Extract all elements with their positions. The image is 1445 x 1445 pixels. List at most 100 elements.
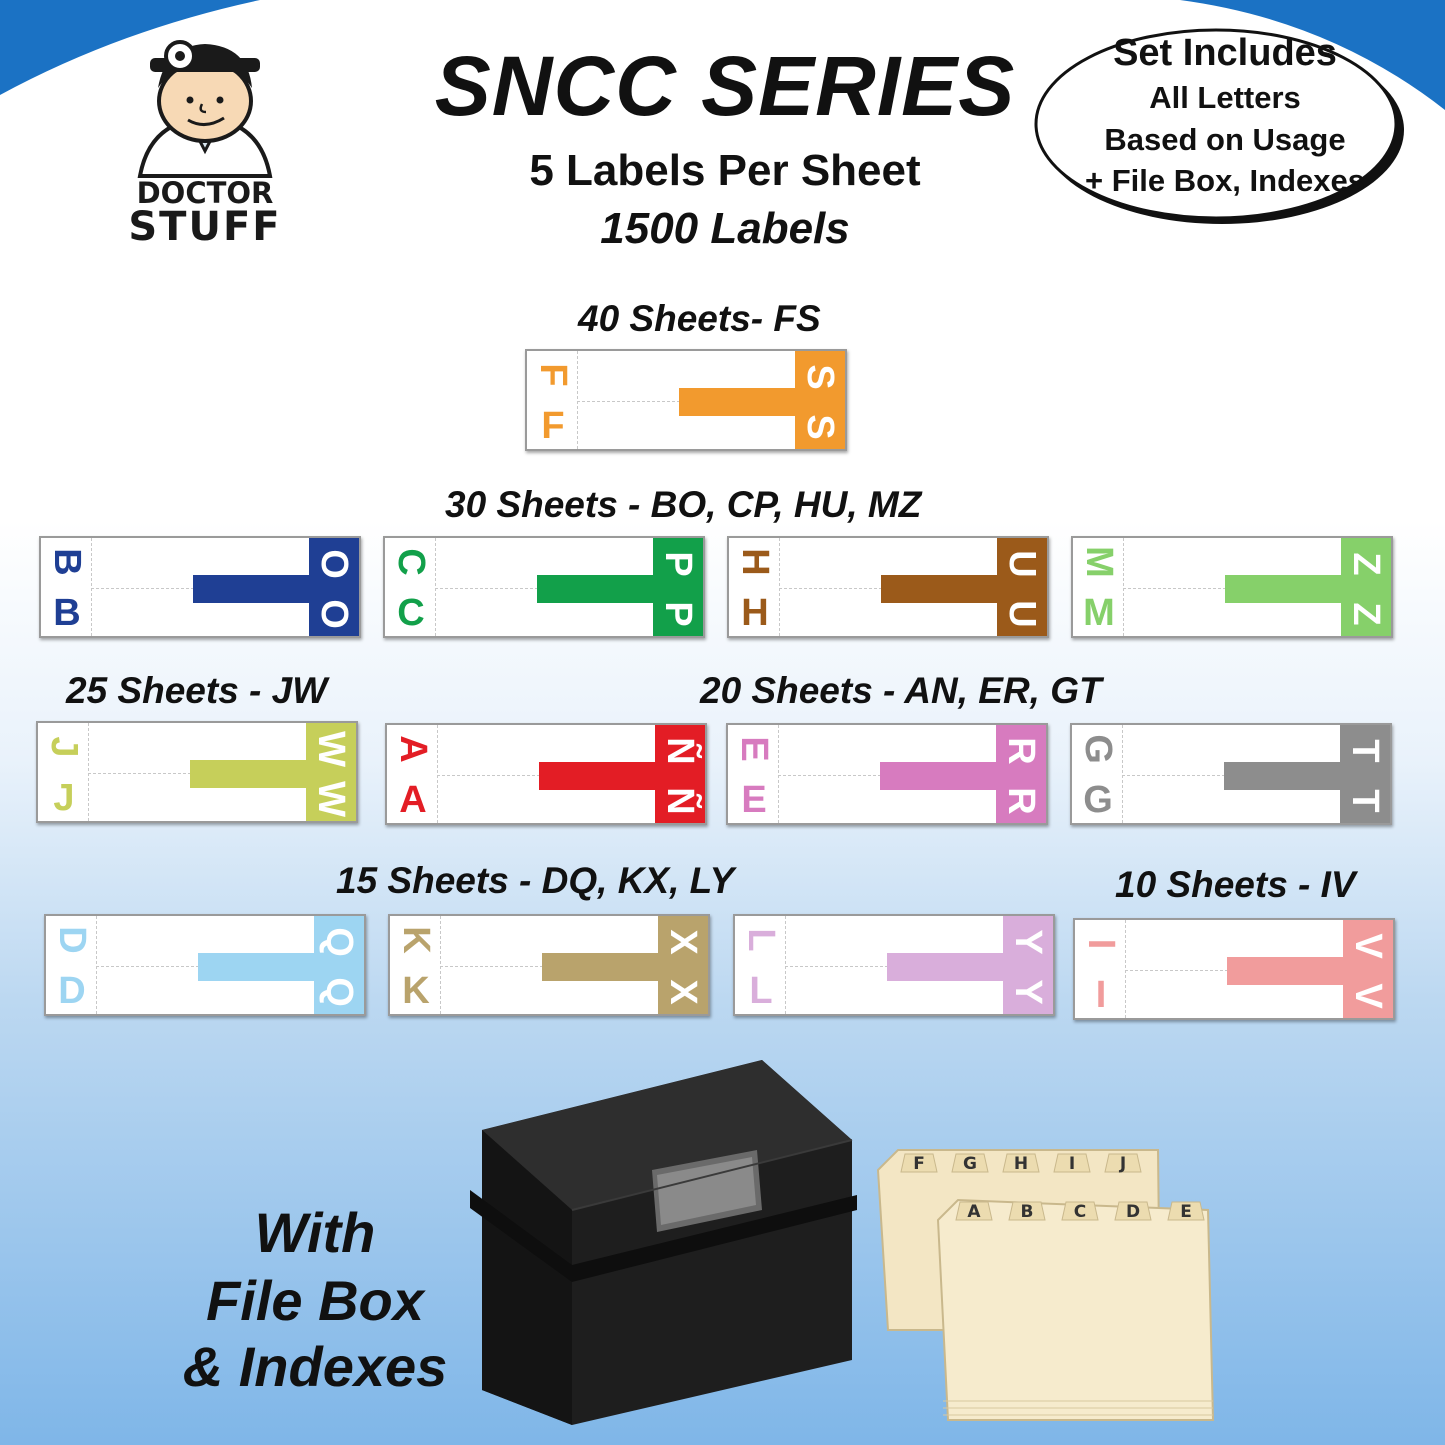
- label-right-letter-top: Z: [1345, 552, 1387, 576]
- label-color-strip: [795, 351, 845, 449]
- label-color-strip: [1003, 916, 1053, 1014]
- label-left-letter: D: [58, 970, 86, 1012]
- index-tab-letter: A: [967, 1202, 981, 1222]
- group-heading-40: 40 Sheets- FS: [578, 298, 821, 339]
- label-divider: [435, 538, 436, 636]
- index-tab: [1053, 1153, 1091, 1173]
- label-left-letter: A: [399, 779, 427, 821]
- label-color-bar: [193, 575, 311, 603]
- label-left-letter: K: [402, 970, 430, 1012]
- group-heading-20: 20 Sheets - AN, ER, GT: [700, 670, 1102, 711]
- set-includes-line-1: All Letters: [1149, 80, 1301, 115]
- footer-line-1: With: [254, 1201, 376, 1264]
- label-color-bar: [1225, 575, 1343, 603]
- index-tab: [955, 1201, 993, 1221]
- set-includes-line-3: + File Box, Indexes: [1085, 163, 1365, 198]
- label-color-bar: [880, 762, 998, 790]
- label-color-bar: [881, 575, 999, 603]
- label-left-letter: M: [1083, 592, 1115, 634]
- label-right-letter-top: W: [310, 731, 352, 767]
- label-divider: [785, 916, 786, 1014]
- label-right-letter-bottom: P: [657, 601, 699, 627]
- label-divider: [1125, 920, 1126, 1018]
- label-right-letter-bottom: O: [313, 599, 355, 629]
- label-color-strip: [306, 723, 356, 821]
- label-left-letter: I: [1095, 974, 1107, 1016]
- label-left-letter-rotated: B: [46, 548, 88, 576]
- footer-line-2: File Box: [206, 1269, 424, 1332]
- label-left-letter: C: [397, 592, 425, 634]
- label-right-letter-bottom: R: [1000, 787, 1042, 815]
- index-tab-letter: D: [1126, 1202, 1140, 1222]
- label-left-letter-rotated: I: [1080, 938, 1122, 950]
- label-divider: [91, 538, 92, 636]
- label-left-letter-rotated: M: [1078, 546, 1120, 578]
- label-color-strip: [653, 538, 703, 636]
- label-left-letter: B: [53, 592, 81, 634]
- index-tab-letter: B: [1021, 1202, 1034, 1222]
- label-count: 1500 Labels: [600, 204, 850, 253]
- label-right-letter-top: T: [1344, 739, 1386, 763]
- label-color-strip: [1340, 725, 1390, 823]
- label-right-letter-bottom: Y: [1007, 979, 1049, 1005]
- label-color-bar: [1224, 762, 1342, 790]
- label-left-letter-rotated: C: [390, 548, 432, 576]
- label-divider: [577, 351, 578, 449]
- label-color-strip: [996, 725, 1046, 823]
- label-right-letter-bottom: V: [1347, 983, 1389, 1009]
- label-color-strip: [1341, 538, 1391, 636]
- index-tab-letter: J: [1119, 1154, 1126, 1174]
- label-left-letter: F: [541, 405, 565, 447]
- label-right-letter-top: Y: [1007, 929, 1049, 955]
- label-left-letter-rotated: E: [733, 736, 775, 762]
- label-right-letter-top: S: [799, 364, 841, 390]
- label-right-letter-top: V: [1347, 933, 1389, 959]
- set-includes-oval: [1034, 28, 1404, 224]
- label-color-strip: [314, 916, 364, 1014]
- label-color-strip: [309, 538, 359, 636]
- group-heading-25: 25 Sheets - JW: [66, 670, 328, 711]
- label-left-letter: J: [53, 777, 75, 819]
- label-divider: [96, 916, 97, 1014]
- label-left-letter-rotated: H: [734, 548, 776, 576]
- index-tab: [1002, 1153, 1040, 1173]
- label-color-bar: [537, 575, 655, 603]
- label-right-letter-bottom: U: [1001, 600, 1043, 628]
- label-color-bar: [198, 953, 316, 981]
- label-right-letter-bottom: S: [799, 414, 841, 440]
- index-tab-letter: C: [1074, 1202, 1086, 1222]
- label-left-letter-rotated: J: [43, 736, 85, 758]
- index-tab: [1167, 1201, 1205, 1221]
- label-right-letter-top: P: [657, 551, 699, 577]
- file-box-image: [470, 1060, 857, 1425]
- label-color-bar: [542, 953, 660, 981]
- label-right-letter-bottom: Q: [318, 977, 360, 1007]
- label-left-letter: H: [741, 592, 769, 634]
- label-color-strip: [658, 916, 708, 1014]
- group-heading-10: 10 Sheets - IV: [1115, 864, 1356, 905]
- label-right-letter-top: U: [1001, 550, 1043, 578]
- label-divider: [1123, 538, 1124, 636]
- label-right-letter-bottom: Ñ: [659, 787, 701, 815]
- label-left-letter-rotated: D: [51, 926, 93, 954]
- label-left-letter-rotated: A: [392, 735, 434, 763]
- label-left-letter-rotated: F: [532, 363, 574, 387]
- group-heading-30: 30 Sheets - BO, CP, HU, MZ: [445, 484, 922, 525]
- footer-line-3: & Indexes: [182, 1335, 448, 1398]
- label-right-letter-bottom: X: [662, 979, 704, 1005]
- index-tab-letter: F: [913, 1154, 925, 1174]
- doctor-mascot-icon: [137, 40, 273, 178]
- index-tab-letter: I: [1069, 1154, 1075, 1174]
- index-tab: [1104, 1153, 1142, 1173]
- index-tab: [900, 1153, 938, 1173]
- label-color-bar: [1227, 957, 1345, 985]
- label-color-strip: [655, 725, 705, 823]
- set-includes-line-2: Based on Usage: [1104, 122, 1346, 157]
